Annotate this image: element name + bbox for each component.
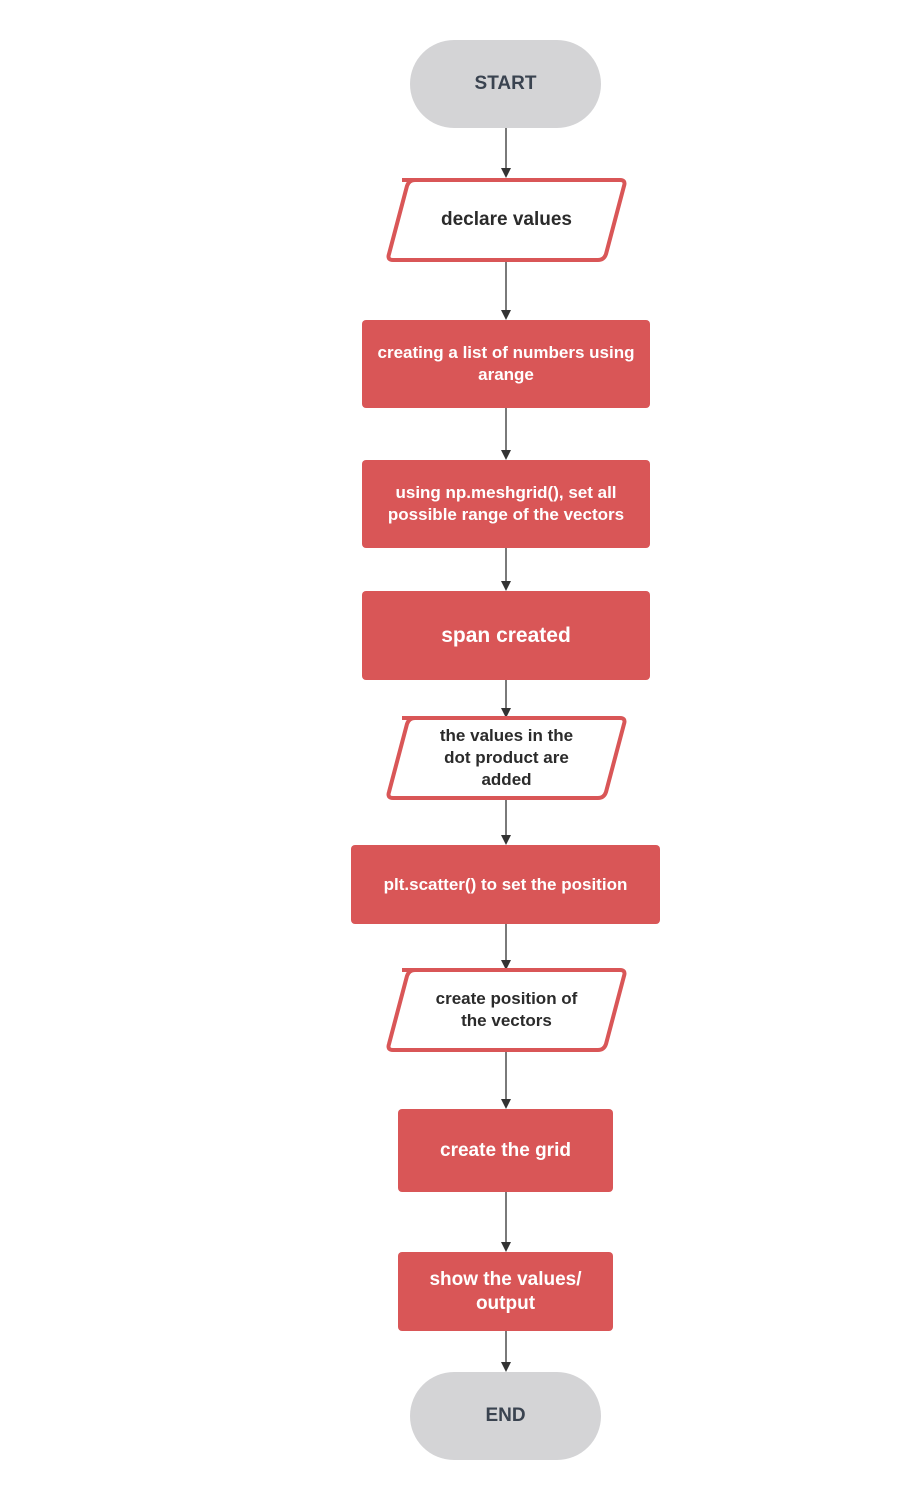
end-label: END bbox=[485, 1405, 526, 1426]
position-vectors-io: create position of the vectors bbox=[387, 970, 626, 1050]
io-shape-declare-values bbox=[386, 178, 627, 262]
start-terminal: START bbox=[410, 40, 601, 128]
scatter-label: plt.scatter() to set the position bbox=[383, 874, 628, 894]
end-terminal: END bbox=[410, 1372, 601, 1460]
create-grid-label: create the grid bbox=[440, 1139, 571, 1161]
io-shape-dot-product bbox=[386, 716, 627, 800]
show-output-label: show the values/ output bbox=[429, 1268, 582, 1314]
show-output-process: show the values/ output bbox=[398, 1252, 613, 1331]
position-vectors-label: create position of the vectors bbox=[435, 989, 578, 1030]
span-created-process: span created bbox=[362, 591, 650, 680]
meshgrid-label: using np.meshgrid(), set all possible ra… bbox=[387, 483, 625, 524]
create-grid-process: create the grid bbox=[398, 1109, 613, 1192]
io-shape-position-vectors bbox=[386, 968, 627, 1052]
span-created-label: span created bbox=[441, 623, 571, 647]
arange-label: creating a list of numbers using arange bbox=[377, 343, 635, 384]
dot-product-io: the values in the dot product are added bbox=[387, 718, 626, 798]
meshgrid-process: using np.meshgrid(), set all possible ra… bbox=[362, 460, 650, 548]
arange-process: creating a list of numbers using arange bbox=[362, 320, 650, 408]
start-label: START bbox=[474, 73, 537, 94]
declare-values-io: declare values bbox=[387, 180, 626, 260]
scatter-process: plt.scatter() to set the position bbox=[351, 845, 660, 924]
declare-values-label: declare values bbox=[441, 209, 572, 230]
dot-product-label: the values in the dot product are added bbox=[439, 726, 574, 789]
